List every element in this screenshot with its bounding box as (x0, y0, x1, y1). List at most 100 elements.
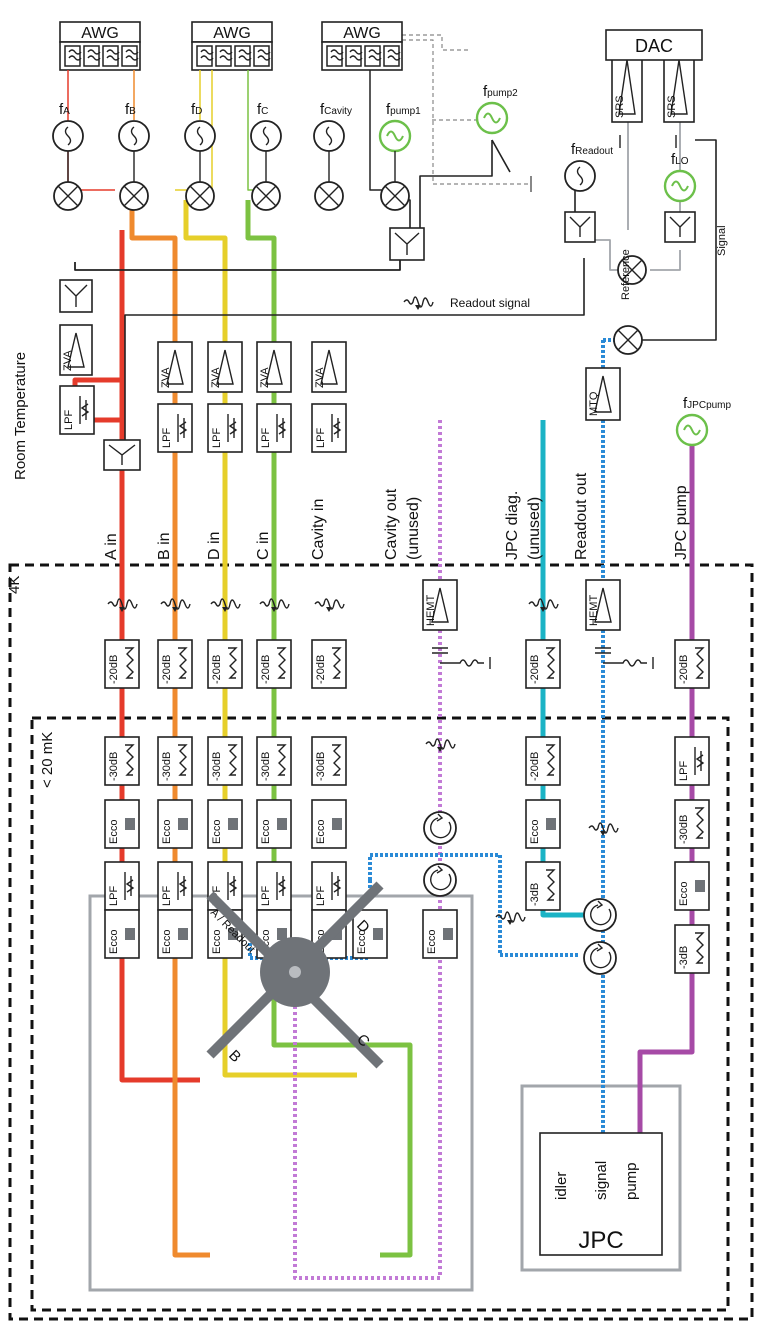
att20-4: -20dB (311, 639, 347, 689)
att20-p-label: -20dB (678, 655, 690, 684)
line-cavity-out (293, 420, 442, 1280)
att30-3: -30dB (256, 736, 292, 786)
mixer-2 (185, 181, 215, 211)
mixer-signal (613, 325, 643, 355)
gen-fb-wave (130, 126, 138, 146)
ecco-mk-3-sym (277, 818, 287, 830)
wire-awg-dash2 (402, 39, 530, 185)
att3-jd: -3dB (525, 861, 561, 911)
zva-0-label: ZVA (160, 367, 172, 388)
att30-2: -30dB (207, 736, 243, 786)
circ-co-1-head (436, 813, 444, 822)
ecco-sample-1-sym (178, 928, 188, 940)
line-label-D: D in (206, 532, 223, 560)
jpc: JPC idler signal pump (539, 1132, 663, 1256)
att30-4-sym (332, 744, 342, 776)
zva-2-label: ZVA (259, 367, 271, 388)
ecco-sample-5: Ecco (352, 909, 388, 959)
zva-2-tri (265, 349, 283, 385)
att3-jd-sym (546, 869, 556, 901)
ecco-sample-6-sym (443, 928, 453, 940)
att20-2-sym (228, 647, 238, 679)
pulse-4 (314, 598, 345, 612)
line-label-Cavity: Cavity in (310, 499, 327, 560)
pulse-1 (160, 598, 191, 612)
att20-0-sym (125, 647, 135, 679)
lpf-rt-2-box (256, 403, 292, 453)
readout-signal-label: Readout signal (450, 296, 530, 310)
awg-3-wave (387, 49, 401, 61)
gen-fpump1: fpump1 (378, 101, 421, 153)
att3-p-label: -3dB (678, 946, 690, 969)
lpf-mk-4-label: LPF (315, 886, 327, 906)
pulse-4-arrow (326, 607, 332, 612)
att30-3-sym (277, 744, 287, 776)
line-c (245, 200, 413, 1258)
lpf-mk-0-box (104, 861, 140, 911)
ecco-mk-2: Ecco (207, 799, 243, 849)
att20-3: -20dB (256, 639, 292, 689)
att30-0-sym (125, 744, 135, 776)
lpf-mk-0-label: LPF (108, 886, 120, 906)
zva-2: ZVA (256, 341, 292, 393)
bias-tee-sym-1 (595, 647, 654, 669)
lpf-rt-3: LPF (311, 403, 347, 453)
ecco-sample-6-label: Ecco (426, 930, 438, 954)
ecco-mk-3: Ecco (256, 799, 292, 849)
ecco-sample-0-label: Ecco (108, 930, 120, 954)
mixer-ref-x (621, 259, 643, 281)
ecco-sample-3-sym (277, 928, 287, 940)
lpf-mk-4: LPF (311, 861, 347, 911)
splitter-lo-sym (669, 216, 691, 237)
zva-1-label: ZVA (210, 367, 222, 388)
wire-signal (640, 139, 717, 341)
pulse-1-wave (160, 598, 191, 610)
att20-0-label: -20dB (108, 655, 120, 684)
awg-1: AWG (59, 21, 141, 71)
dac-label: DAC (635, 36, 673, 56)
pulse-co-wave (425, 738, 456, 750)
gen-fcavity-label: fCavity (320, 101, 352, 118)
circ-ro-2-body (583, 941, 617, 975)
pulse-2-wave (210, 598, 241, 610)
pulse-loop-arrow (507, 920, 513, 925)
pulse-co (425, 738, 456, 752)
zva-a-label: ZVA (62, 350, 74, 371)
pulse-0-wave (107, 598, 138, 610)
lpf-p-box (674, 736, 710, 786)
gen-fpump2: fpump2 (475, 83, 518, 135)
sample-center (289, 966, 301, 978)
combiner-pump-sym (394, 232, 420, 255)
att30-2-sym (228, 744, 238, 776)
lpf-a-rt: LPF (59, 385, 95, 435)
lpf-rt-1-label: LPF (211, 428, 223, 448)
hemt-co: HEMT (422, 579, 458, 631)
gen-fc-label: fC (257, 101, 268, 118)
gen-fjpcpump-wave (683, 424, 701, 436)
lpf-mk-2-sym (227, 872, 238, 900)
lpf-mk-3: LPF (256, 861, 292, 911)
line-label-jpcdiag: JPC diag. (504, 491, 521, 560)
att30-4: -30dB (311, 736, 347, 786)
att30-1: -30dB (157, 736, 193, 786)
ecco-mk-4-sym (332, 818, 342, 830)
att20-4-label: -20dB (315, 655, 327, 684)
zva-3-tri (320, 349, 338, 385)
awg-3-label: AWG (343, 25, 381, 42)
mixer-signal-x (617, 329, 639, 351)
circ-co-1-body (423, 811, 457, 845)
dac-box (605, 29, 703, 61)
att30-1-label: -30dB (161, 752, 173, 781)
ecco-jd-sym (546, 818, 556, 830)
awg-2-wave (257, 49, 271, 61)
mixer-0-x (57, 185, 79, 207)
gen-fcavity-wave (325, 126, 333, 146)
gen-fpump1-wave (386, 130, 404, 142)
circ-co-2-body (423, 863, 457, 897)
lpf-a-rt-label: LPF (63, 410, 75, 430)
ecco-mk-0: Ecco (104, 799, 140, 849)
lpf-rt-0-sym (177, 414, 188, 442)
mixer-ref (617, 255, 647, 285)
srs-2-label: SRS (666, 95, 678, 118)
